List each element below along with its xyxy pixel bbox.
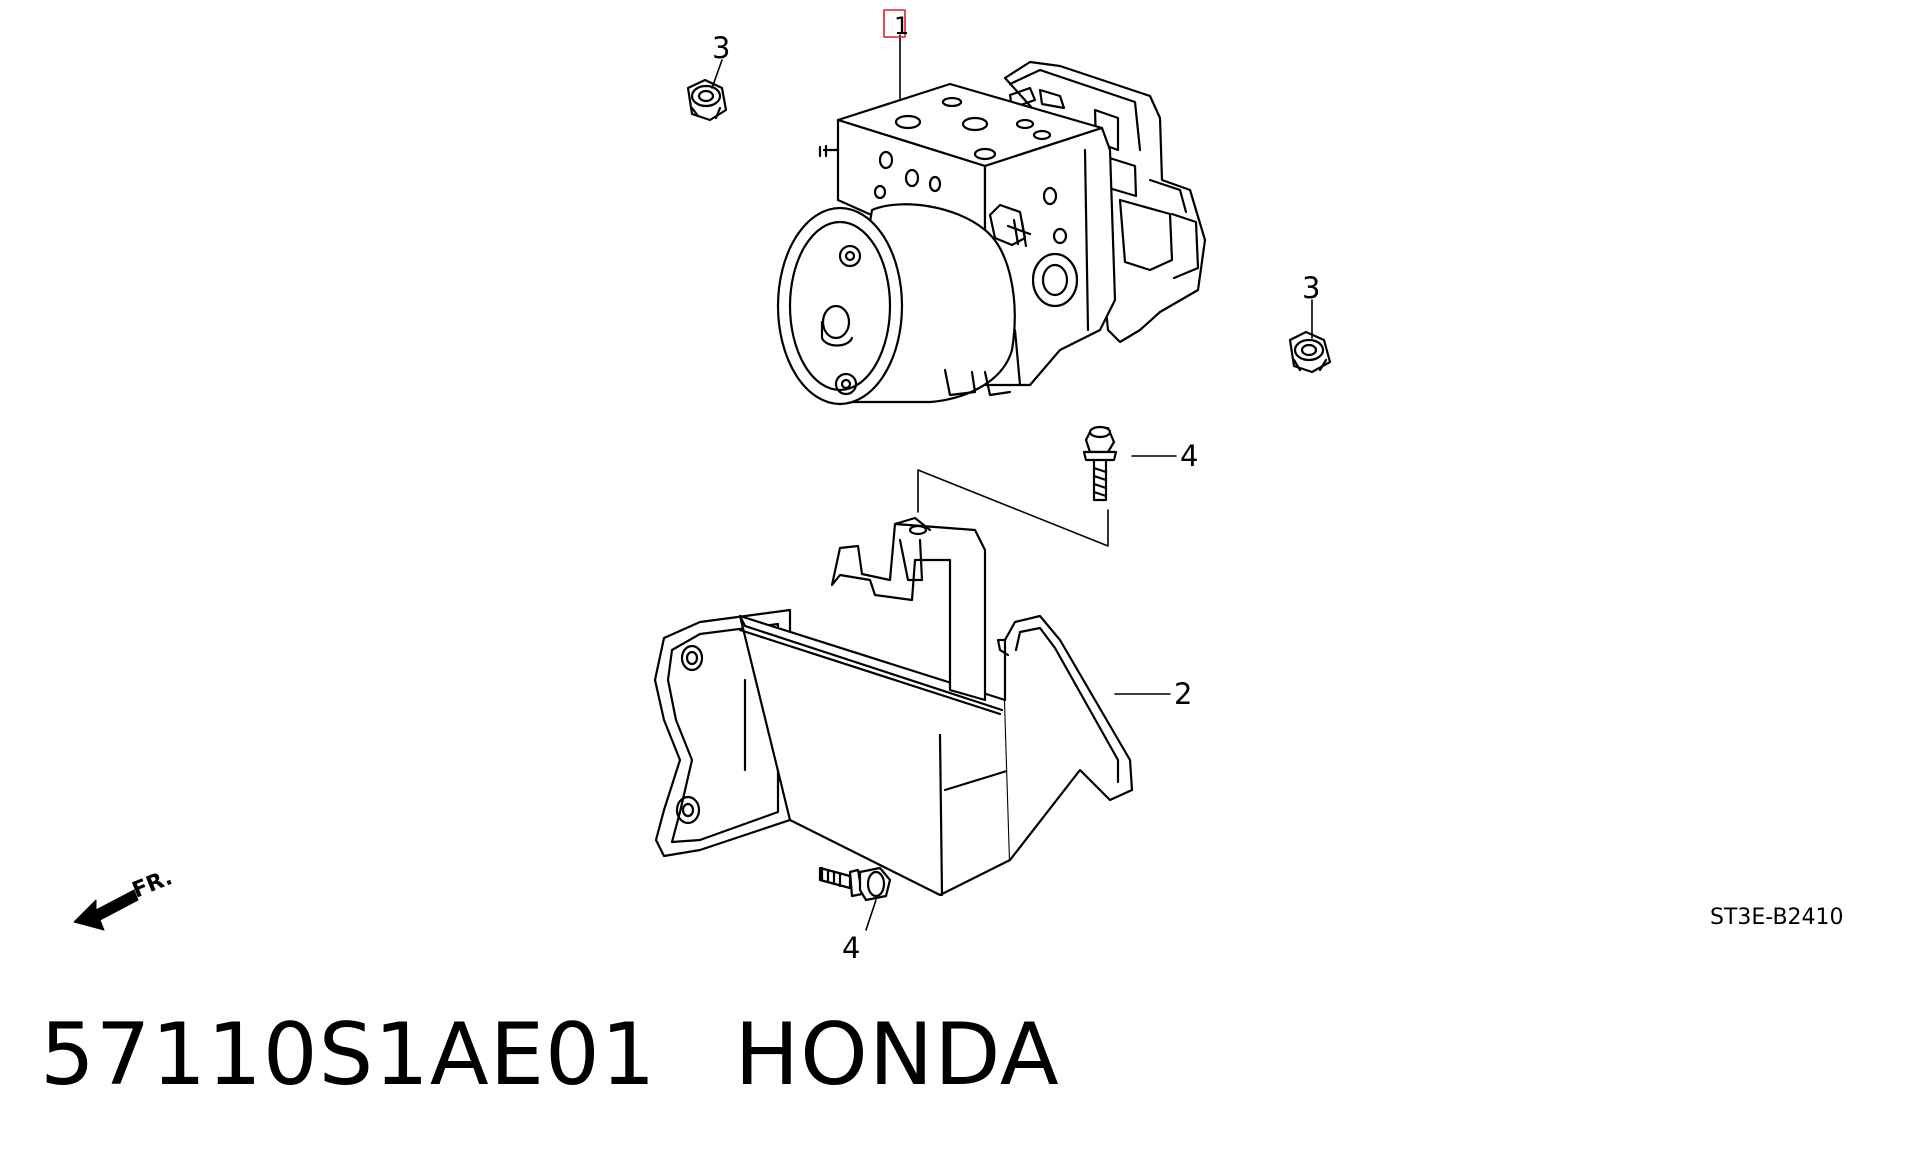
part-caption: 57110S1AE01 HONDA bbox=[40, 1005, 1060, 1105]
front-direction-label: FR. bbox=[129, 865, 176, 903]
flange-bolt-upper[interactable] bbox=[1082, 425, 1118, 502]
callout-part-2[interactable]: 2 bbox=[1174, 677, 1192, 711]
callout-part-3-left[interactable]: 3 bbox=[712, 31, 730, 65]
callout-part-4-lower[interactable]: 4 bbox=[842, 931, 860, 965]
callout-leaders bbox=[711, 34, 1313, 931]
callout-part-4-upper[interactable]: 4 bbox=[1180, 439, 1198, 473]
abs-modulator-unit[interactable] bbox=[776, 60, 1207, 406]
front-arrow-icon bbox=[73, 889, 139, 931]
modulator-bracket[interactable] bbox=[653, 516, 1134, 897]
part-number: 57110S1AE01 bbox=[40, 1005, 657, 1105]
diagram-code: ST3E-B2410 bbox=[1710, 905, 1844, 930]
callout-part-3-right[interactable]: 3 bbox=[1302, 271, 1320, 305]
flange-nut-right[interactable] bbox=[1288, 330, 1332, 374]
bolt-guide-line bbox=[917, 469, 1109, 547]
part1-highlight-box bbox=[883, 9, 906, 38]
flange-bolt-lower[interactable] bbox=[818, 866, 892, 902]
brand-name: HONDA bbox=[734, 1005, 1060, 1105]
flange-nut-left[interactable] bbox=[686, 78, 728, 122]
callout-part-1[interactable]: 1 bbox=[894, 12, 909, 40]
